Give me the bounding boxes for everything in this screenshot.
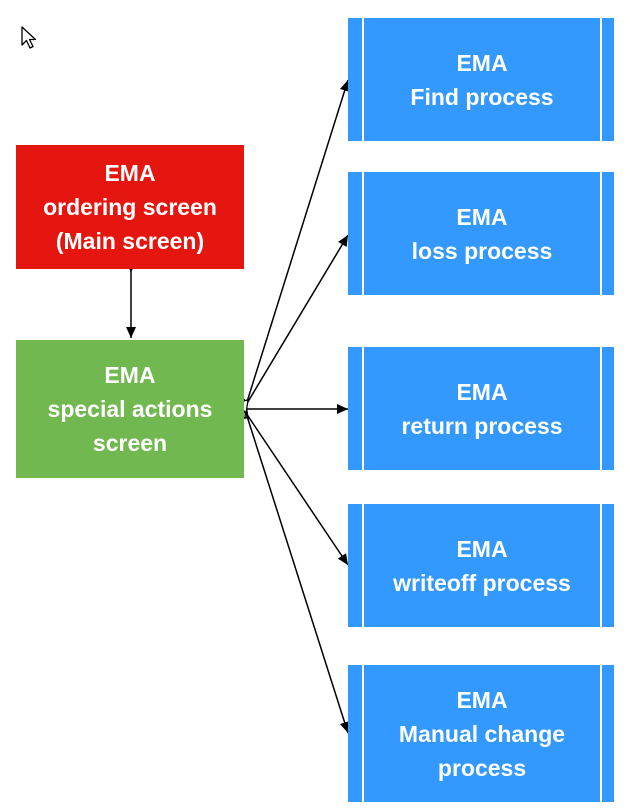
node-special-label: EMA special actions screen [48, 358, 213, 460]
edge-special-find [246, 79, 348, 405]
node-special-line-2: special actions [47, 396, 213, 422]
node-special-line-1: EMA [104, 362, 156, 388]
node-manual-line-1: EMA [456, 686, 508, 713]
node-ordering-screen[interactable]: EMA ordering screen (Main screen) [16, 145, 244, 269]
node-find-line-2: Find process [410, 83, 554, 110]
node-find-process[interactable]: EMA Find process [348, 18, 614, 141]
edge-special-loss [246, 234, 349, 405]
node-manual-line-2: Manual change [398, 720, 566, 747]
node-manual-label: EMA Manual change process [399, 683, 565, 785]
node-loss-line-1: EMA [456, 203, 508, 230]
node-return-line-1: EMA [456, 378, 508, 405]
mouse-pointer-icon [21, 26, 37, 49]
node-ordering-line-2: ordering screen [43, 194, 217, 220]
node-writeoff-process[interactable]: EMA writeoff process [348, 504, 614, 627]
node-return-line-2: return process [401, 412, 563, 439]
node-find-line-1: EMA [456, 49, 508, 76]
node-writeoff-line-1: EMA [456, 535, 508, 562]
node-special-actions-screen[interactable]: EMA special actions screen [16, 340, 244, 478]
node-special-line-3: screen [92, 430, 168, 456]
edge-special-writeoff [246, 413, 349, 566]
node-find-label: EMA Find process [410, 46, 553, 114]
node-manual-line-3: process [437, 754, 527, 781]
node-return-label: EMA return process [401, 375, 562, 443]
node-writeoff-line-2: writeoff process [393, 569, 571, 596]
edge-special-manual [246, 413, 348, 734]
node-ordering-line-1: EMA [104, 160, 156, 186]
node-manual-change-process[interactable]: EMA Manual change process [348, 665, 614, 802]
node-loss-line-2: loss process [411, 237, 553, 264]
node-ordering-line-3: (Main screen) [55, 228, 205, 254]
node-loss-process[interactable]: EMA loss process [348, 172, 614, 295]
node-writeoff-label: EMA writeoff process [393, 532, 571, 600]
node-ordering-label: EMA ordering screen (Main screen) [43, 156, 217, 258]
node-loss-label: EMA loss process [412, 200, 553, 268]
node-return-process[interactable]: EMA return process [348, 347, 614, 470]
